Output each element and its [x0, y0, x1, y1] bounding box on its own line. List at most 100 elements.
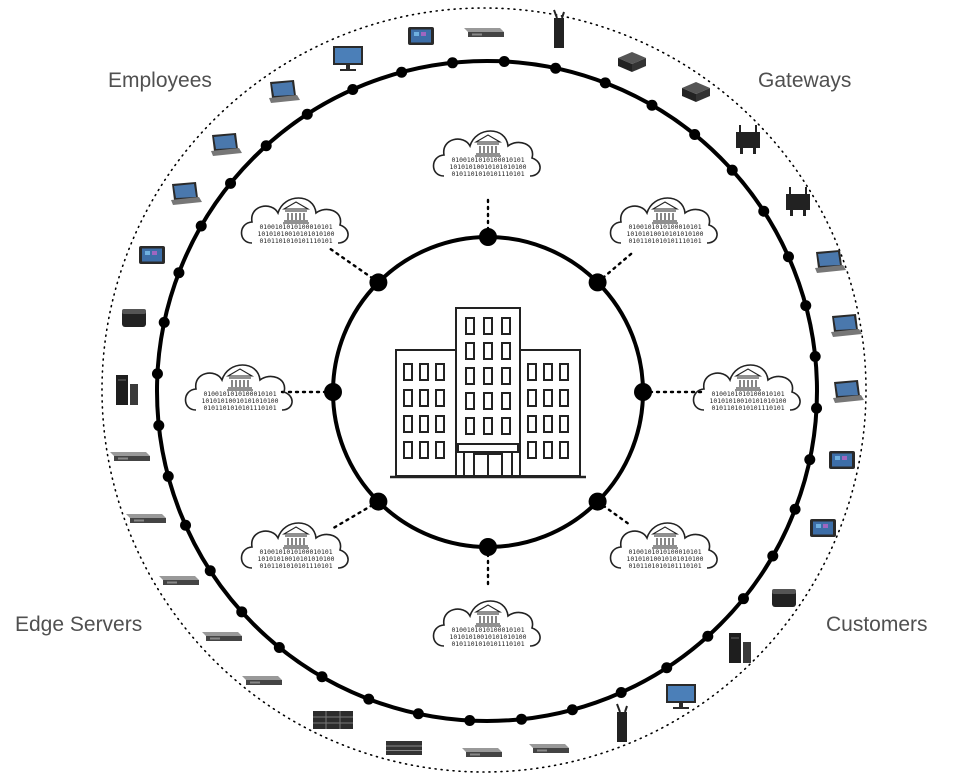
building-window: [527, 389, 537, 407]
inner-ring-node: [479, 228, 497, 246]
building-window: [419, 389, 429, 407]
cloud-binary-text: 0100101010100010101: [203, 390, 276, 398]
connector-line: [329, 247, 380, 284]
cloud-binary-text: 10101010010101010100: [450, 163, 527, 171]
building-window: [501, 317, 511, 335]
cloud-binary-text: 0101101010101110101: [711, 404, 784, 412]
rack-server-device-icon: [529, 744, 569, 753]
tower-device-icon: [728, 632, 752, 664]
storage-device-icon: [385, 740, 423, 756]
building-window: [435, 363, 445, 381]
cloud-binary-text: 10101010010101010100: [258, 230, 335, 238]
cloud-binary-text: 10101010010101010100: [627, 555, 704, 563]
ring-node: [550, 62, 562, 74]
ring-node: [661, 662, 673, 674]
ring-node: [702, 630, 714, 642]
tablet-device-icon: [829, 451, 855, 469]
cloud-binary-text: 0101101010101110101: [259, 562, 332, 570]
monitor-device-icon: [666, 684, 696, 709]
monitor-device-icon: [333, 46, 363, 71]
ring-node: [316, 671, 328, 683]
data-cloud: 0100101010100010101101010100101010101000…: [184, 364, 293, 412]
ring-node: [498, 55, 510, 67]
building-window: [543, 415, 553, 433]
box-device-icon: [618, 52, 646, 72]
ring-node: [173, 267, 185, 279]
building-window: [435, 389, 445, 407]
cloud-binary-text: 10101010010101010100: [627, 230, 704, 238]
gateway-device-icon: [785, 186, 811, 217]
rack-server-device-icon: [464, 28, 504, 37]
cloud-binary-text: 10101010010101010100: [710, 397, 787, 405]
cloud-binary-text: 0100101010100010101: [628, 223, 701, 231]
ring-node: [599, 77, 611, 89]
ring-node: [767, 550, 779, 562]
building-window: [403, 389, 413, 407]
outer-dotted-ring: [101, 7, 867, 773]
inner-ring-node: [588, 492, 607, 511]
ring-node: [204, 565, 216, 577]
ring-node: [347, 84, 359, 96]
laptop-device-icon: [171, 182, 202, 205]
building-window: [483, 417, 493, 435]
ring-node: [225, 177, 237, 189]
building-window: [543, 441, 553, 459]
building-window: [403, 415, 413, 433]
building-window: [483, 342, 493, 360]
ring-node: [273, 641, 285, 653]
group-label-customers: Customers: [826, 613, 928, 636]
building-window: [501, 342, 511, 360]
ring-node: [180, 519, 192, 531]
building-window: [419, 363, 429, 381]
ring-node: [236, 606, 248, 618]
rack-server-device-icon: [202, 632, 242, 641]
ring-node: [809, 351, 821, 363]
data-cloud: 0100101010100010101101010100101010101000…: [692, 364, 801, 412]
rack-server-device-icon: [462, 748, 502, 757]
ring-node: [804, 454, 816, 466]
rack-server-device-icon: [159, 576, 199, 585]
building-window: [465, 392, 475, 410]
ring-node: [646, 99, 658, 111]
inner-ring-node: [324, 383, 342, 401]
rack-server-device-icon: [242, 676, 282, 685]
ring-node: [158, 316, 170, 328]
data-clouds: 0100101010100010101101010100101010101000…: [184, 130, 801, 648]
ring-node: [726, 164, 738, 176]
ring-node: [800, 300, 812, 312]
building-window: [403, 441, 413, 459]
building-window: [403, 363, 413, 381]
ring-node: [615, 686, 627, 698]
ring-node: [689, 129, 701, 141]
inner-ring-dots: [324, 228, 652, 556]
building-window: [419, 441, 429, 459]
cloud-binary-text: 0101101010101110101: [628, 237, 701, 245]
ring-node: [301, 108, 313, 120]
building-window: [419, 415, 429, 433]
central-building-icon: [390, 307, 586, 479]
data-cloud: 0100101010100010101101010100101010101000…: [432, 130, 541, 178]
building-window: [559, 441, 569, 459]
building-window: [543, 363, 553, 381]
cloud-binary-text: 0101101010101110101: [628, 562, 701, 570]
group-label-gateways: Gateways: [758, 69, 852, 92]
building-window: [527, 363, 537, 381]
ring-node: [447, 57, 459, 69]
building-window: [543, 389, 553, 407]
ring-node: [515, 713, 527, 725]
laptop-device-icon: [211, 133, 242, 156]
cloud-binary-text: 10101010010101010100: [450, 633, 527, 641]
building-window: [501, 417, 511, 435]
blade-device-icon: [312, 710, 354, 730]
inner-ring-node: [634, 383, 652, 401]
ring-node: [566, 704, 578, 716]
building-window: [483, 392, 493, 410]
ring-node: [464, 715, 476, 727]
router-device-icon: [553, 9, 565, 49]
data-cloud: 0100101010100010101101010100101010101000…: [609, 522, 718, 570]
cloud-binary-text: 0100101010100010101: [451, 156, 524, 164]
building-window: [435, 415, 445, 433]
tablet-device-icon: [139, 246, 165, 264]
router-device-icon: [616, 703, 628, 743]
cloud-binary-text: 0101101010101110101: [451, 640, 524, 648]
